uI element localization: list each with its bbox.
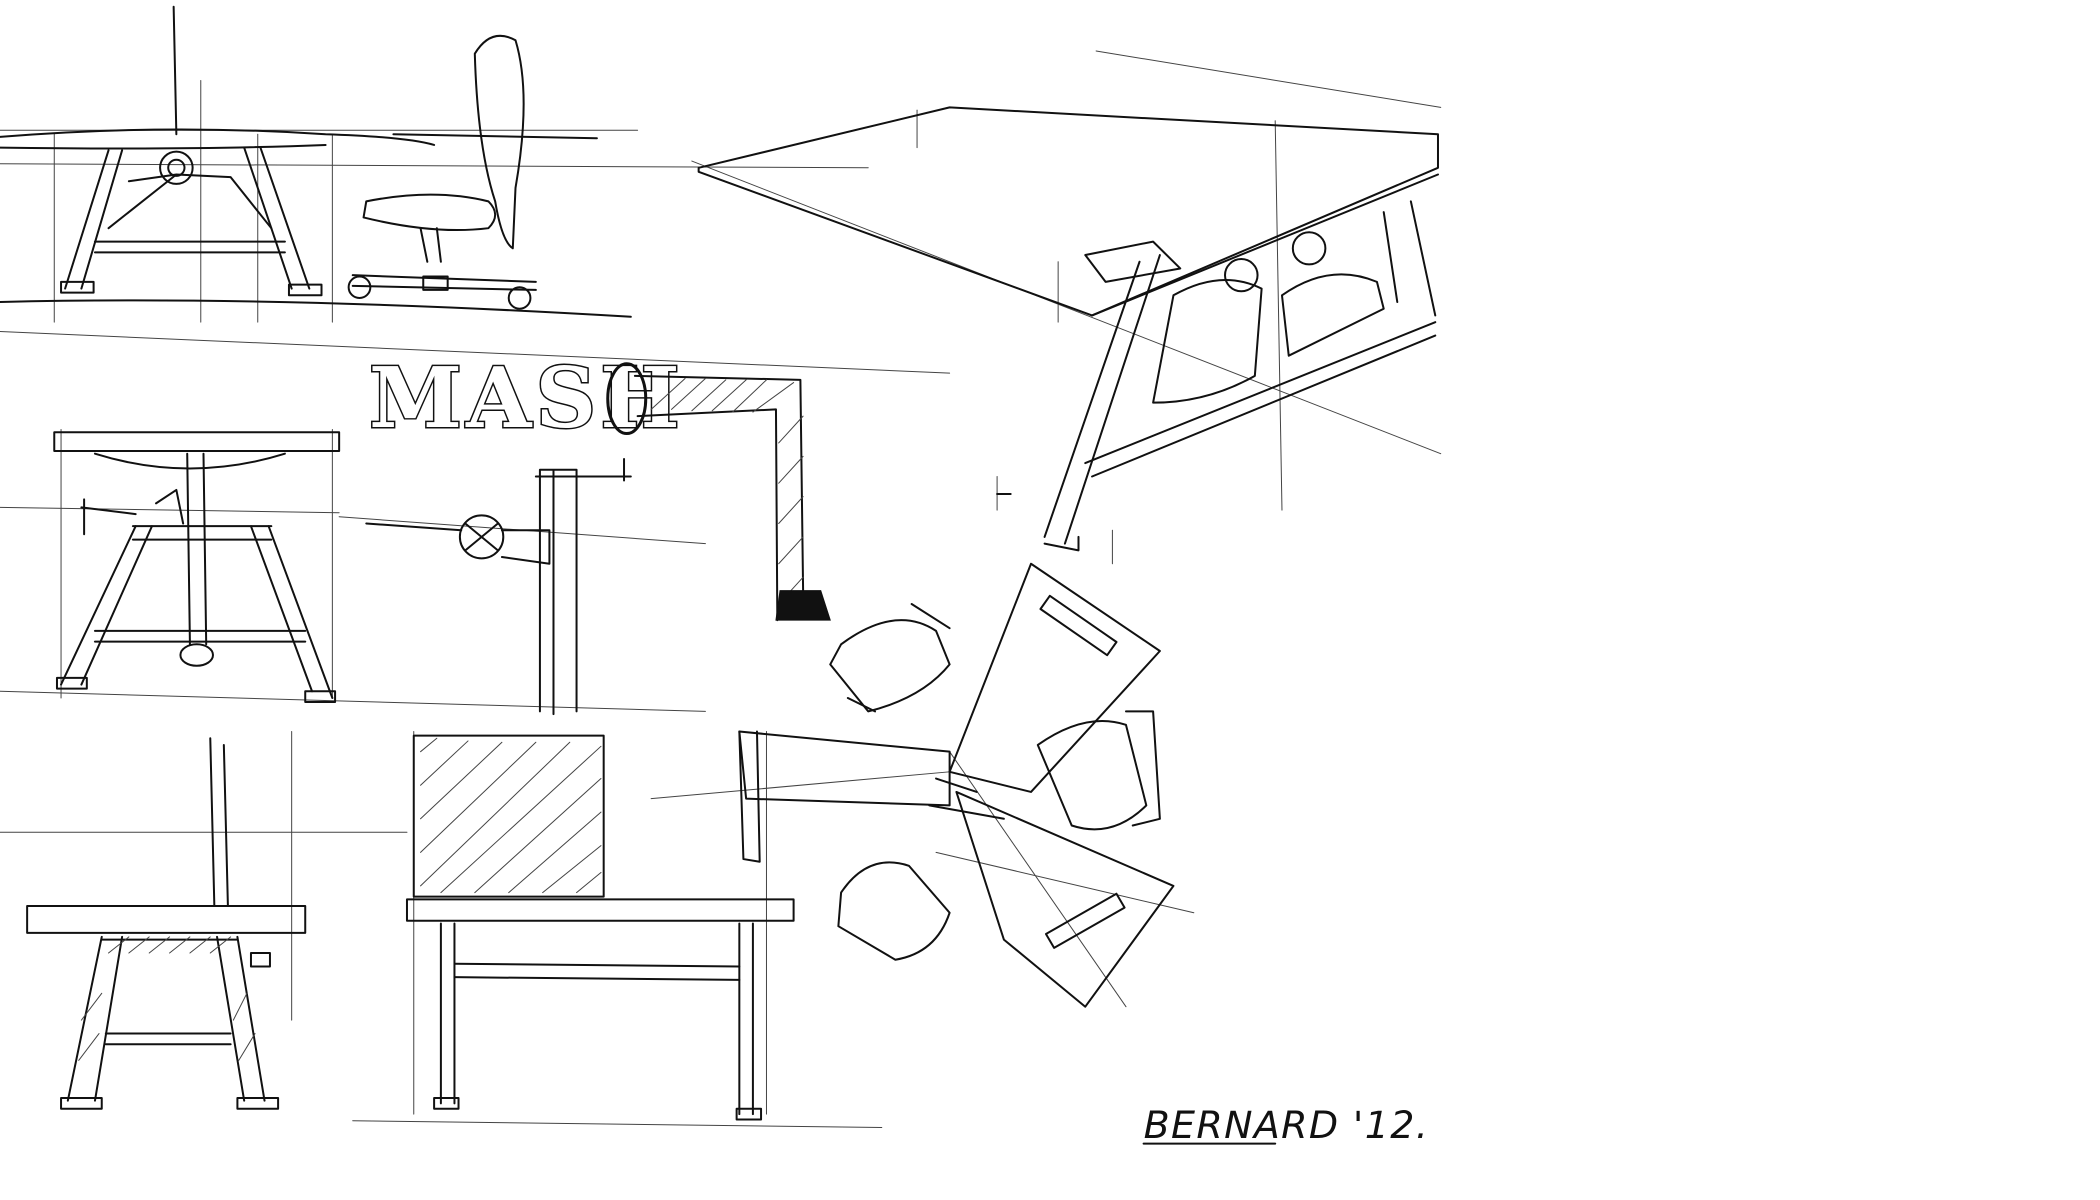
mash-logo-text: MASH <box>369 348 684 446</box>
construction-lines <box>0 51 1441 1128</box>
desk-side-view <box>27 738 305 1108</box>
leg-section-detail <box>608 364 830 620</box>
artist-signature: BERNARD '12. <box>1144 1103 1430 1147</box>
crank-table-front-elevation <box>54 432 339 702</box>
plan-view-layout <box>739 564 1173 1007</box>
mash-logo: MASH <box>367 346 684 449</box>
table-side-elevation <box>0 7 631 317</box>
desk-with-panel <box>407 736 794 1120</box>
perspective-table <box>699 107 1438 550</box>
desk-side-hatching <box>79 937 255 1060</box>
crank-wheel-detail <box>366 459 631 714</box>
signature-text: BERNARD '12. <box>1144 1103 1430 1147</box>
office-chair-sketch <box>349 36 536 309</box>
panel-hatching <box>421 738 601 892</box>
